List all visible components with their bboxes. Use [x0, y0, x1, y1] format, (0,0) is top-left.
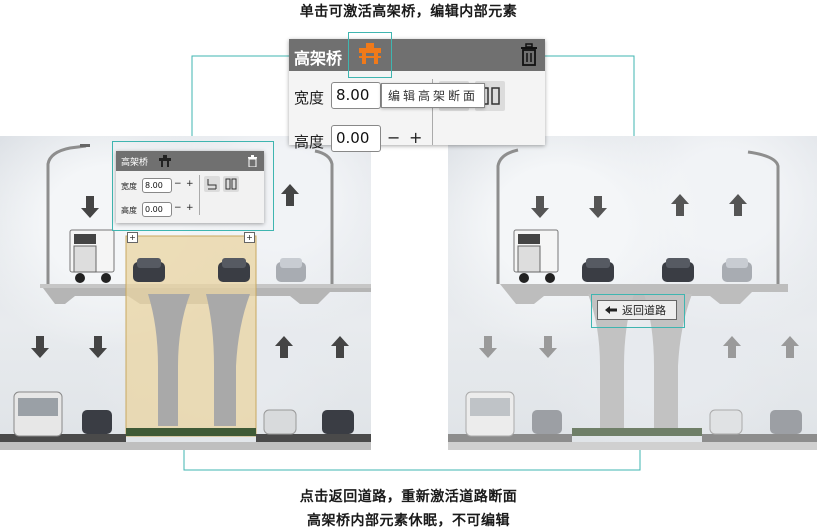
mini-divider — [199, 175, 200, 215]
mini-panel-header: 高架桥 — [116, 151, 264, 171]
trash-icon[interactable] — [247, 155, 258, 167]
mini-split-view-icon[interactable] — [223, 176, 239, 192]
mini-width-plus[interactable]: + — [186, 179, 194, 189]
zoomed-width-label: 宽度 — [294, 89, 325, 107]
zoomed-height-label: 高度 — [294, 133, 325, 151]
zoomed-height-input[interactable]: 0.00 — [331, 125, 381, 152]
mini-height-label: 高度 — [121, 206, 137, 215]
bridge-icon[interactable] — [158, 155, 172, 167]
resize-handle-right[interactable]: + — [244, 232, 255, 243]
mini-height-input[interactable]: 0.00 — [142, 202, 172, 217]
edit-section-tooltip: 编辑高架断面 — [381, 83, 486, 108]
zoomed-panel-header: 高架桥 — [289, 39, 545, 71]
back-arrow-icon — [605, 306, 617, 314]
mini-width-input[interactable]: 8.00 — [142, 178, 172, 193]
caption-bottom-line2: 高架桥内部元素休眠，不可编辑 — [307, 513, 510, 529]
caption-bottom-line1: 点击返回道路，重新激活道路断面 — [299, 489, 518, 505]
zoomed-height-plus[interactable]: + — [409, 128, 423, 147]
left-scene-graphics — [0, 144, 371, 450]
mini-bridge-panel: 高架桥 宽度 8.00 − + 高度 0.00 − + — [116, 151, 264, 223]
trash-icon[interactable] — [519, 43, 539, 67]
zoomed-height-minus[interactable]: − — [387, 128, 401, 147]
return-button-highlight — [591, 294, 685, 328]
mini-height-minus[interactable]: − — [174, 203, 182, 213]
left-road-scene: + + — [0, 136, 371, 450]
resize-handle-left[interactable]: + — [127, 232, 138, 243]
bridge-orange-icon[interactable] — [357, 42, 383, 66]
mini-cross-section-icon[interactable] — [204, 176, 220, 192]
return-to-road-button[interactable]: 返回道路 — [597, 300, 677, 320]
mini-height-plus[interactable]: + — [186, 203, 194, 213]
zoomed-panel-title: 高架桥 — [294, 49, 343, 68]
zoomed-width-input[interactable]: 8.00 — [331, 82, 381, 109]
zoomed-bridge-panel: 高架桥 宽度 8.00 高度 0.00 − + 编辑高架断面 — [289, 39, 545, 152]
right-road-scene — [448, 136, 817, 450]
bridge-icon-highlight — [348, 32, 392, 78]
mini-width-minus[interactable]: − — [174, 179, 182, 189]
zoomed-divider — [432, 79, 433, 145]
mini-width-label: 宽度 — [121, 182, 137, 191]
right-scene-graphics — [448, 148, 817, 450]
mini-panel-title: 高架桥 — [121, 158, 149, 168]
caption-top: 单击可激活高架桥，编辑内部元素 — [299, 4, 518, 20]
mini-panel-highlight — [112, 141, 274, 231]
return-to-road-label: 返回道路 — [622, 304, 666, 317]
